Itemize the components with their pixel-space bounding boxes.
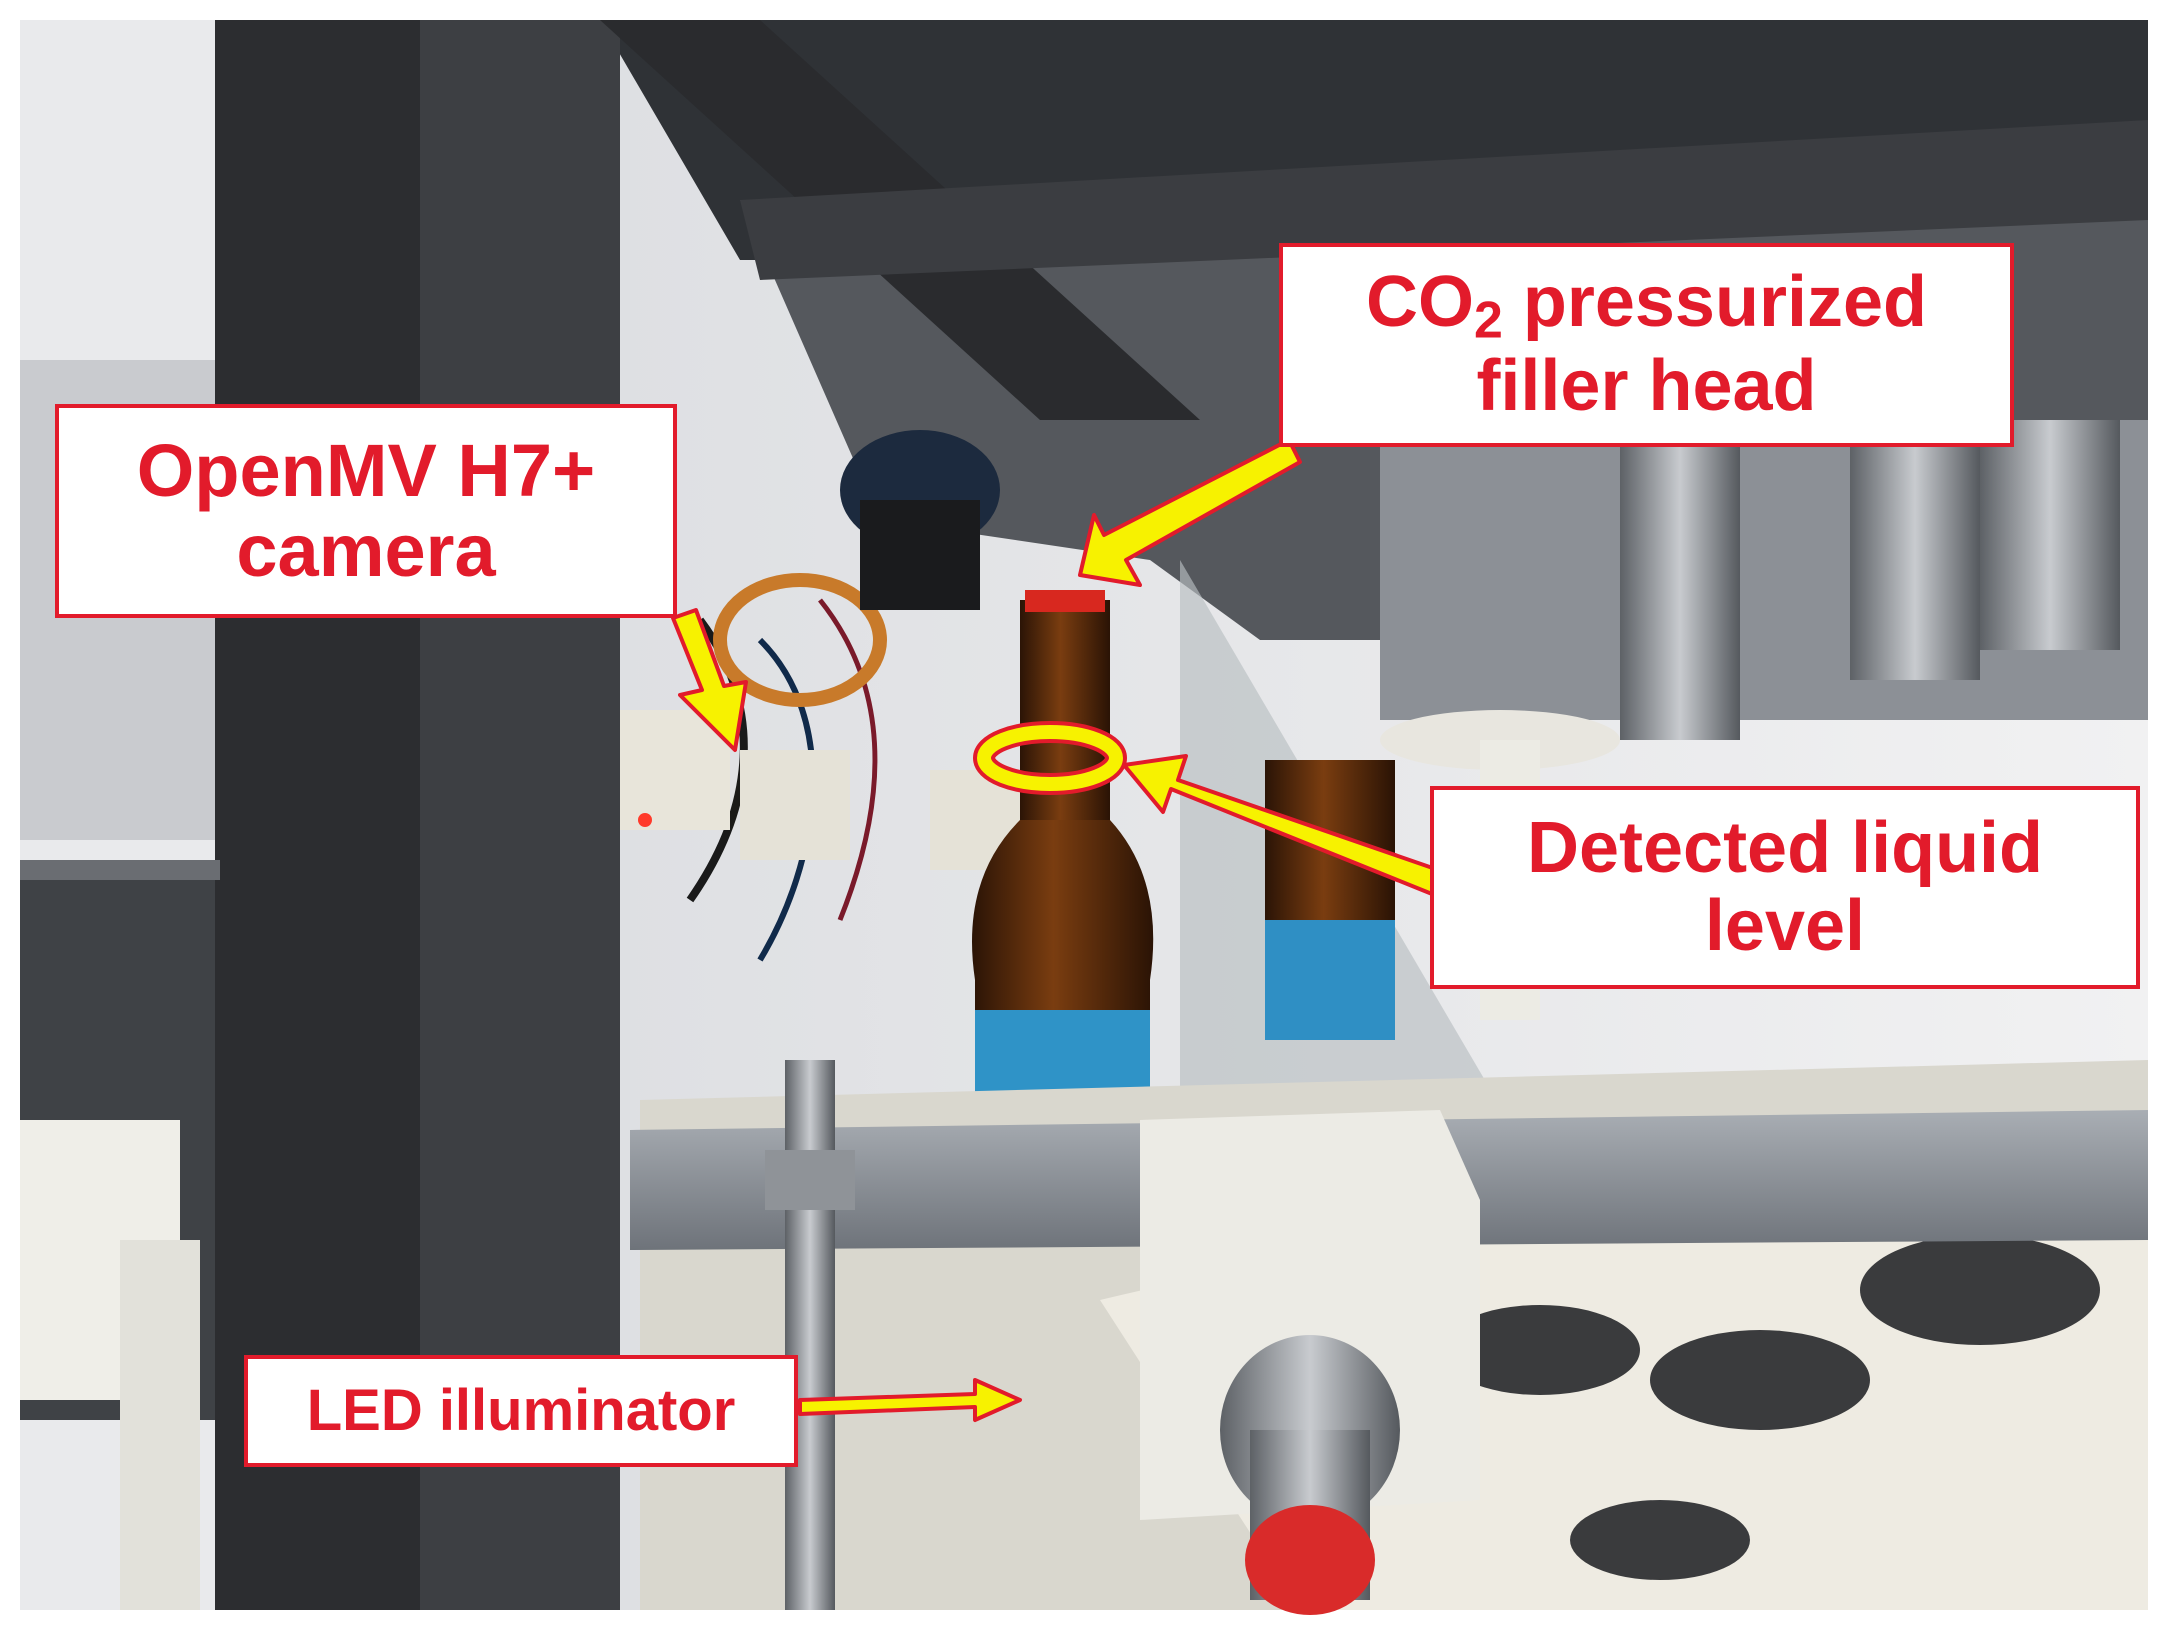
label-led: LED illuminator [244, 1355, 798, 1467]
label-filler-head-line2: filler head [1476, 345, 1817, 426]
label-filler-head-line1: CO2 pressurized [1366, 262, 1927, 349]
label-led-text: LED illuminator [306, 1377, 736, 1443]
liquid-level-ring-inner [977, 725, 1123, 791]
label-camera: OpenMV H7+ camera [55, 404, 677, 618]
arrow-led [798, 1378, 1022, 1422]
label-filler-head: CO2 pressurized filler head [1279, 243, 2014, 447]
label-camera-line2: camera [236, 509, 496, 592]
label-liquid-level-line2: level [1704, 885, 1866, 966]
label-liquid-level: Detected liquid level [1430, 786, 2140, 989]
arrow-camera [671, 608, 748, 752]
label-liquid-level-line1: Detected liquid [1526, 807, 2044, 888]
arrow-filler-head [1078, 438, 1302, 587]
label-camera-line1: OpenMV H7+ [136, 429, 596, 513]
arrow-liquid-level [1122, 754, 1452, 900]
